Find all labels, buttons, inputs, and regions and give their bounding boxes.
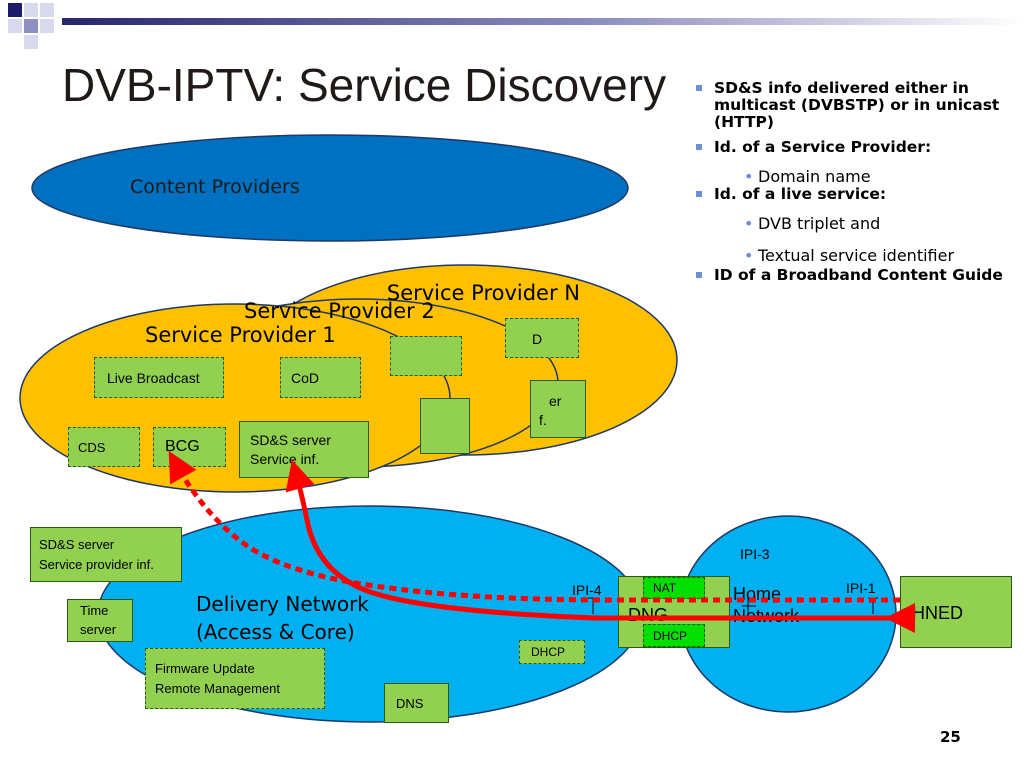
bullet-list: SD&S info delivered either in multicast …: [694, 80, 1020, 284]
header-decoration: [8, 3, 1024, 49]
dns-box: DNS: [384, 683, 449, 723]
bullet-item: Id. of a live service:: [694, 186, 1020, 203]
cds-box: CDS: [68, 427, 140, 467]
hned-box: HNED: [900, 576, 1012, 648]
bullet-subitem: •DVB triplet and: [744, 214, 881, 233]
time-server-box: Time server: [67, 599, 133, 642]
dhcp-box: DHCP: [519, 640, 585, 664]
bullet-item: Id. of a Service Provider:: [694, 139, 1020, 156]
bullet-subitem: •Domain name: [744, 167, 871, 186]
provider-2-title: Service Provider 2: [244, 299, 435, 323]
provider-1-title: Service Provider 1: [145, 323, 336, 347]
slide-title: DVB-IPTV: Service Discovery: [62, 59, 667, 111]
content-providers-label: Content Providers: [130, 176, 300, 198]
sds-server-provider-box: SD&S server Service provider inf.: [30, 527, 182, 582]
provider-n-title: Service Provider N: [386, 281, 580, 305]
bullet-item: SD&S info delivered either in multicast …: [694, 80, 1020, 131]
page-number: 25: [940, 728, 961, 746]
provider-n-sds-box: er f.: [530, 380, 586, 438]
cod-box: CoD: [280, 357, 361, 398]
live-broadcast-box: Live Broadcast: [94, 357, 224, 398]
sds-discovery-arrow: [285, 459, 915, 633]
firmware-update-box: Firmware Update Remote Management: [145, 648, 325, 709]
provider-2-cod-box: [390, 336, 462, 376]
bullet-item: ID of a Broadband Content Guide: [694, 267, 1020, 284]
provider-2-sds-box: [420, 398, 470, 454]
provider-n-cod-box: D: [505, 318, 579, 358]
bcg-discovery-arrow: [168, 450, 900, 603]
content-providers-ellipse: [31, 134, 629, 242]
bullet-subitem: •Textual service identifier: [744, 246, 955, 265]
